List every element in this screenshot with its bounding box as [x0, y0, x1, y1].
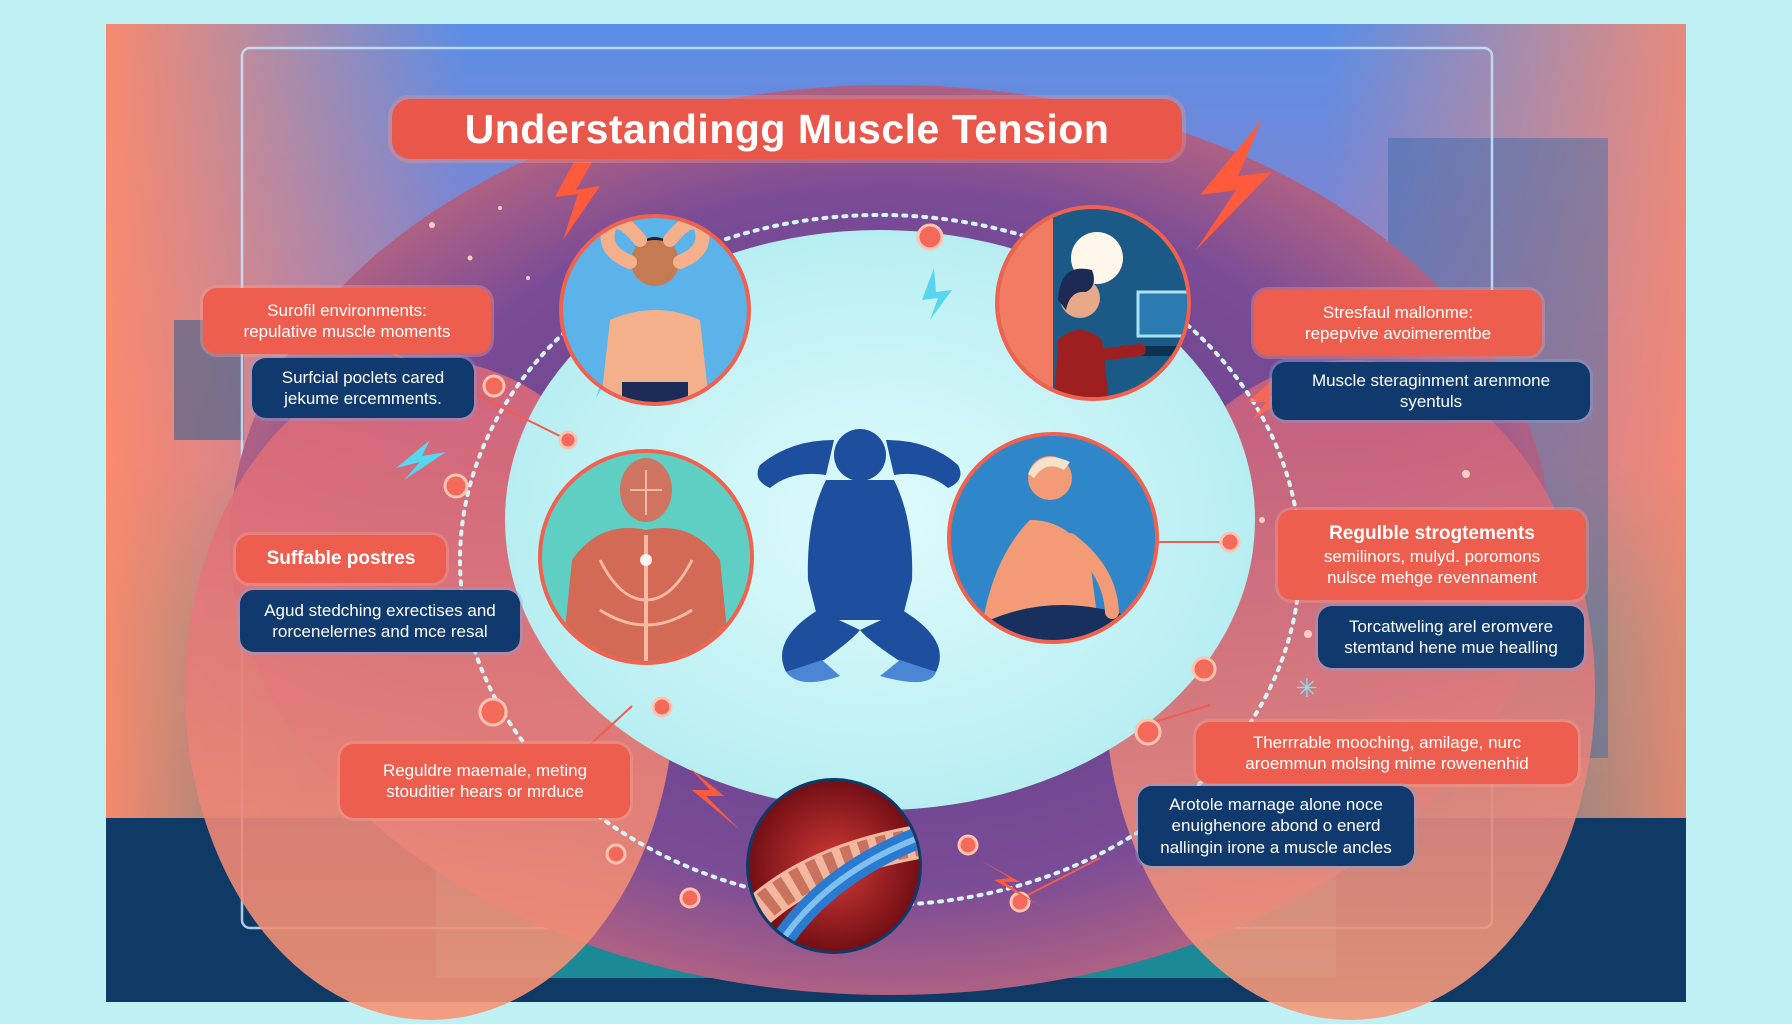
- label-line: aroemmun molsing mime rowenenhid: [1245, 754, 1529, 773]
- label-line: Suffable postres: [266, 548, 416, 570]
- label-mid-right-coral: Regulble strogtements semilinors, mulyd.…: [1278, 510, 1586, 600]
- label-line: stemtand hene mue healling: [1344, 638, 1558, 657]
- label-low-right-coral: Therrrable mooching, amilage, nurc aroem…: [1196, 722, 1578, 784]
- label-mid-right-navy: Torcatweling arel eromvere stemtand hene…: [1318, 606, 1584, 668]
- lightning-icon: [1196, 120, 1272, 250]
- label-line: Agud stedching exrectises and: [264, 600, 496, 620]
- label-top-left-coral: Surofil environments: repulative muscle …: [203, 288, 491, 354]
- label-line: Regulble strogtements: [1329, 522, 1535, 544]
- label-line: syentuls: [1399, 392, 1463, 411]
- muscle-anatomy-portrait: [538, 449, 754, 665]
- woman-at-computer-portrait: [995, 205, 1191, 401]
- label-line: enuighenore abond o enerd: [1171, 816, 1381, 836]
- label-line: rorcenelernes and mce resal: [272, 622, 488, 641]
- lightning-icon: [555, 162, 600, 240]
- label-line: semilinors, mulyd. poromons: [1323, 546, 1541, 566]
- lightning-icon: [922, 268, 952, 320]
- label-line: Therrrable mooching, amilage, nurc: [1252, 732, 1522, 752]
- yoga-figure-silhouette: [757, 429, 961, 683]
- label-line: Reguldre maemale, meting: [382, 760, 588, 780]
- label-low-right-navy: Arotole marnage alone noce enuighenore a…: [1138, 786, 1414, 866]
- star-icon: ✳: [1296, 674, 1318, 704]
- label-line: jekume ercemments.: [284, 389, 442, 408]
- page-title: Understandingg Muscle Tension: [392, 99, 1182, 159]
- label-line: repepvive avoimeremtbe: [1304, 324, 1492, 343]
- lightning-icon: [396, 440, 446, 480]
- label-mid-left-navy: Agud stedching exrectises and rorceneler…: [240, 590, 520, 652]
- label-line: Stresfaul mallonme:: [1322, 302, 1474, 322]
- man-sitting-stretch-portrait: [947, 432, 1159, 644]
- ring-nodes: [443, 223, 1241, 913]
- man-stretching-portrait: [559, 214, 751, 406]
- label-line: nulsce mehge revennament: [1327, 567, 1537, 587]
- label-top-right-coral: Stresfaul mallonme: repepvive avoimeremt…: [1254, 290, 1542, 356]
- label-line: Arotole marnage alone noce: [1169, 795, 1383, 815]
- label-line: nallingin irone a muscle ancles: [1160, 837, 1392, 857]
- label-line: stouditier hears or mrduce: [386, 782, 584, 801]
- label-line: Surfcial poclets cared: [281, 367, 445, 387]
- label-top-left-navy: Surfcial poclets cared jekume ercemments…: [252, 358, 474, 418]
- label-low-left-coral: Reguldre maemale, meting stouditier hear…: [340, 744, 630, 818]
- label-line: Torcatweling arel eromvere: [1348, 616, 1554, 636]
- label-line: repulative muscle moments: [243, 322, 451, 341]
- label-line: Muscle steraginment arenmone: [1311, 370, 1551, 390]
- label-mid-left-coral: Suffable postres: [236, 535, 446, 583]
- label-line: Surofil environments:: [267, 300, 427, 320]
- lightning-icon: [1248, 380, 1290, 420]
- label-top-right-navy: Muscle steraginment arenmone syentuls: [1272, 362, 1590, 420]
